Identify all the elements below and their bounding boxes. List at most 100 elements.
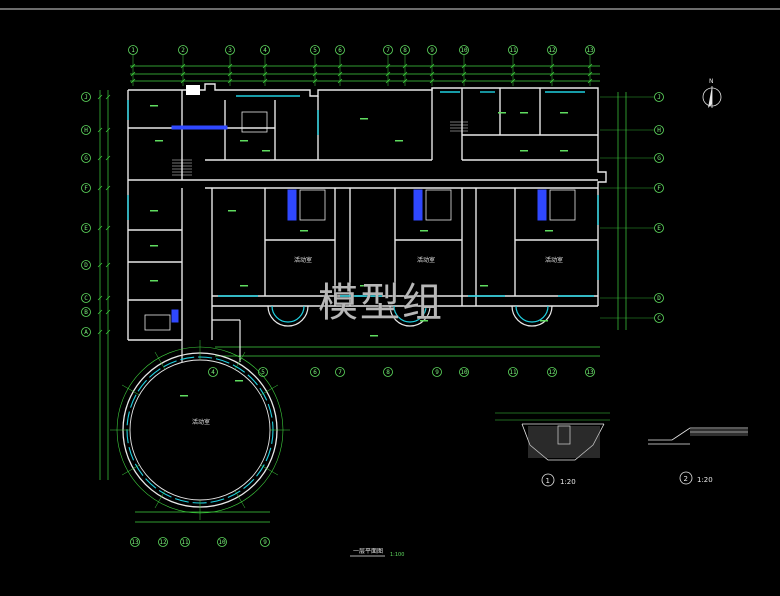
svg-text:G: G xyxy=(657,155,661,162)
room-label-classroom-2: 活动室 xyxy=(417,256,435,264)
grid-bubble-top-6: 6 xyxy=(335,45,345,55)
grid-bubble-top-13: 13 xyxy=(585,45,595,55)
svg-text:10: 10 xyxy=(218,539,226,546)
grid-bubble-bottom-11: 11 xyxy=(508,367,518,377)
grid-bubble-top-10: 10 xyxy=(459,45,469,55)
svg-text:13: 13 xyxy=(131,539,139,546)
svg-text:J: J xyxy=(84,94,88,101)
grid-bubble-circle-12: 12 xyxy=(158,537,168,547)
toilet-fixtures xyxy=(171,125,547,323)
svg-text:10: 10 xyxy=(460,47,468,54)
svg-text:11: 11 xyxy=(181,539,189,546)
annotation-marks xyxy=(150,105,568,397)
grid-bubble-bottom-4: 4 xyxy=(208,367,218,377)
svg-text:13: 13 xyxy=(586,369,594,376)
svg-text:D: D xyxy=(657,295,661,302)
svg-text:11: 11 xyxy=(509,369,517,376)
detail-2-index: 2 xyxy=(684,475,688,483)
detail-1: 1 1:20 xyxy=(495,412,610,487)
grid-bubble-top-3: 3 xyxy=(225,45,235,55)
grid-bubble-top-5: 5 xyxy=(310,45,320,55)
room-label-activity-hall: 活动室 xyxy=(192,418,210,426)
grid-bubble-left-G: G xyxy=(81,153,91,163)
grid-bubble-top-1: 1 xyxy=(128,45,138,55)
svg-text:1: 1 xyxy=(131,47,135,54)
grid-bubble-left-A: A xyxy=(81,327,91,337)
drawing-scale: 1:100 xyxy=(390,552,404,558)
svg-text:9: 9 xyxy=(263,539,267,546)
room-label-classroom-3: 活动室 xyxy=(545,256,563,264)
dimension-ticks xyxy=(97,63,593,335)
svg-text:12: 12 xyxy=(548,47,556,54)
radial-axes xyxy=(110,340,290,520)
svg-text:G: G xyxy=(84,155,88,162)
grid-bubble-circle-9: 9 xyxy=(260,537,270,547)
svg-text:F: F xyxy=(657,185,661,192)
grid-bubble-bottom-6: 6 xyxy=(310,367,320,377)
grid-bubble-circle-10: 10 xyxy=(217,537,227,547)
grid-bubble-left-F: F xyxy=(81,183,91,193)
grid-bubble-bottom-5: 5 xyxy=(258,367,268,377)
fixture-outlines xyxy=(144,111,576,331)
grid-bubble-top-11: 11 xyxy=(508,45,518,55)
room-label-classroom-1: 活动室 xyxy=(294,256,312,264)
svg-text:2: 2 xyxy=(181,47,185,54)
svg-text:9: 9 xyxy=(435,369,439,376)
svg-text:7: 7 xyxy=(386,47,390,54)
svg-text:H: H xyxy=(657,127,661,134)
svg-text:E: E xyxy=(657,225,661,232)
grid-bubble-top-2: 2 xyxy=(178,45,188,55)
detail-2: 2 1:20 xyxy=(648,427,748,485)
grid-bubble-right-E: E xyxy=(654,223,664,233)
grid-bubble-circle-13: 13 xyxy=(130,537,140,547)
grid-bubble-bottom-8: 8 xyxy=(383,367,393,377)
bay-windows xyxy=(267,305,553,327)
dimension-lines xyxy=(99,65,627,523)
svg-text:8: 8 xyxy=(386,369,390,376)
svg-text:C: C xyxy=(84,295,88,302)
svg-text:11: 11 xyxy=(509,47,517,54)
svg-text:5: 5 xyxy=(313,47,317,54)
svg-text:F: F xyxy=(84,185,88,192)
north-label: N xyxy=(709,78,714,85)
svg-text:8: 8 xyxy=(403,47,407,54)
grid-bubble-bottom-7: 7 xyxy=(335,367,345,377)
svg-text:5: 5 xyxy=(261,369,265,376)
detail-1-scale: 1:20 xyxy=(560,478,576,486)
grid-bubble-left-C: C xyxy=(81,293,91,303)
svg-text:E: E xyxy=(84,225,88,232)
svg-text:4: 4 xyxy=(211,369,215,376)
grid-bubble-top-4: 4 xyxy=(260,45,270,55)
grid-bubble-left-J: J xyxy=(81,92,91,102)
stairs xyxy=(172,121,468,176)
window-lines xyxy=(127,91,599,297)
circular-hall xyxy=(116,346,284,514)
grid-bubble-top-7: 7 xyxy=(383,45,393,55)
grid-bubble-left-H: H xyxy=(81,125,91,135)
detail-1-index: 1 xyxy=(546,477,550,485)
svg-text:12: 12 xyxy=(548,369,556,376)
svg-text:A: A xyxy=(84,329,88,336)
connector-corridor xyxy=(181,319,241,362)
grid-bubble-right-C: C xyxy=(654,313,664,323)
svg-text:6: 6 xyxy=(313,369,317,376)
grid-bubble-right-J: J xyxy=(654,92,664,102)
grid-bubble-top-9: 9 xyxy=(427,45,437,55)
drawing-title: 一层平面图 xyxy=(353,548,383,555)
svg-text:7: 7 xyxy=(338,369,342,376)
grid-bubble-bottom-12: 12 xyxy=(547,367,557,377)
north-arrow: N xyxy=(702,78,722,108)
exterior-walls xyxy=(127,83,607,341)
grid-bubble-left-B: B xyxy=(81,307,91,317)
svg-text:6: 6 xyxy=(338,47,342,54)
svg-text:C: C xyxy=(657,315,661,322)
grid-bubble-right-H: H xyxy=(654,125,664,135)
svg-text:B: B xyxy=(84,309,88,316)
svg-text:J: J xyxy=(657,94,661,101)
grid-bubble-right-G: G xyxy=(654,153,664,163)
svg-text:H: H xyxy=(84,127,88,134)
grid-bubble-right-D: D xyxy=(654,293,664,303)
white-block xyxy=(186,85,200,95)
